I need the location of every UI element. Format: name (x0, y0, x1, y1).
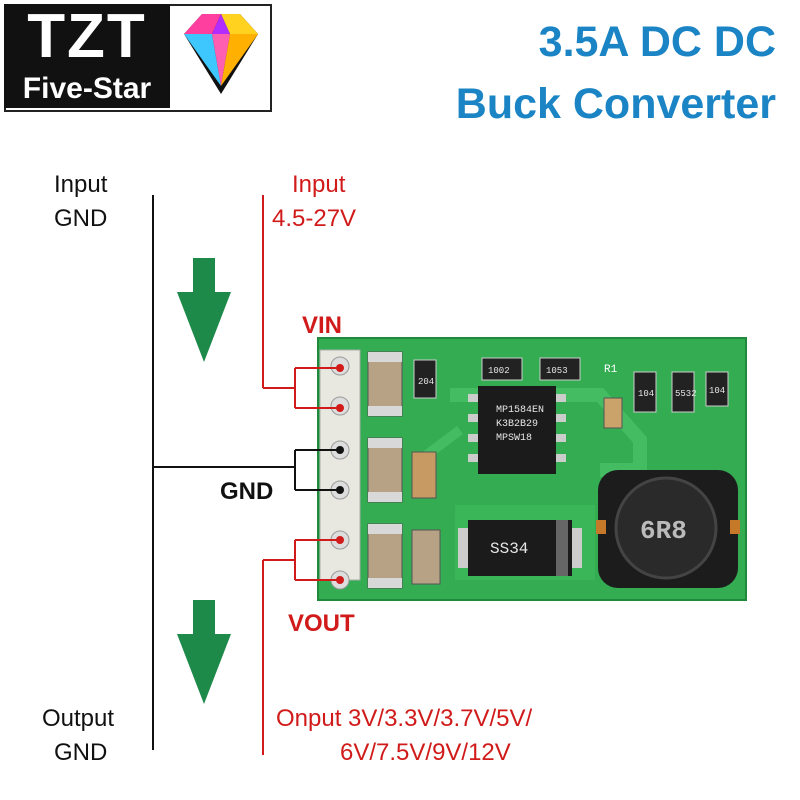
capacitor (367, 523, 403, 589)
output-gnd-label-line2: GND (54, 739, 108, 766)
resistor (413, 359, 437, 399)
input-voltage-label-line2: 4.5-27V (272, 205, 357, 232)
resistor (539, 357, 581, 381)
resistor-code-6: 104 (709, 386, 725, 396)
input-gnd-label-line1: Input (54, 171, 108, 198)
chip-text-2: K3B2B29 (496, 419, 538, 430)
logo-tagline: Five-Star (22, 72, 152, 105)
resistor-code-5: 5532 (675, 389, 697, 399)
silk-label: R1 (604, 364, 618, 376)
capacitor (411, 529, 441, 585)
resistor-code-2: 1002 (488, 366, 510, 376)
output-voltage-label-line1: Onput 3V/3.3V/3.7V/5V/ (276, 705, 533, 732)
down-arrow-icon (177, 600, 231, 704)
ic-chip (468, 386, 566, 474)
logo-brand-text: TZT (27, 2, 147, 71)
inductor-text: 6R8 (640, 516, 687, 546)
vout-connector (294, 536, 344, 584)
down-arrow-icon (177, 258, 231, 362)
output-voltage-label-line2: 6V/7.5V/9V/12V (340, 739, 511, 766)
resistor (633, 371, 657, 413)
logo-block: TZT Five-Star (4, 4, 170, 108)
pcb-board (317, 337, 747, 601)
product-title-line1: 3.5A DC DC (538, 18, 776, 66)
resistor (481, 357, 523, 381)
vin-label: VIN (302, 312, 343, 339)
diamond-icon (184, 14, 258, 94)
inductor (596, 470, 740, 588)
header-pins (319, 349, 361, 590)
capacitor (367, 351, 403, 417)
output-gnd-label-line1: Output (42, 705, 115, 732)
input-gnd-label-line2: GND (54, 205, 108, 232)
input-voltage-label-line1: Input (292, 171, 346, 198)
chip-text-3: MPSW18 (496, 433, 532, 444)
gnd-connector (294, 446, 344, 494)
vin-connector (294, 364, 344, 412)
capacitor (411, 451, 437, 499)
diode-text: SS34 (490, 540, 528, 558)
product-title-line2: Buck Converter (455, 80, 776, 128)
vout-label: VOUT (288, 610, 355, 637)
capacitor (367, 437, 403, 503)
resistor-code-1: 204 (418, 377, 434, 387)
gnd-label: GND (220, 478, 274, 505)
resistor-code-3: 1053 (546, 366, 568, 376)
diode (458, 520, 582, 576)
resistor (705, 371, 729, 407)
resistor-code-4: 104 (638, 389, 654, 399)
chip-text-1: MP1584EN (496, 405, 544, 416)
resistor (671, 371, 695, 413)
